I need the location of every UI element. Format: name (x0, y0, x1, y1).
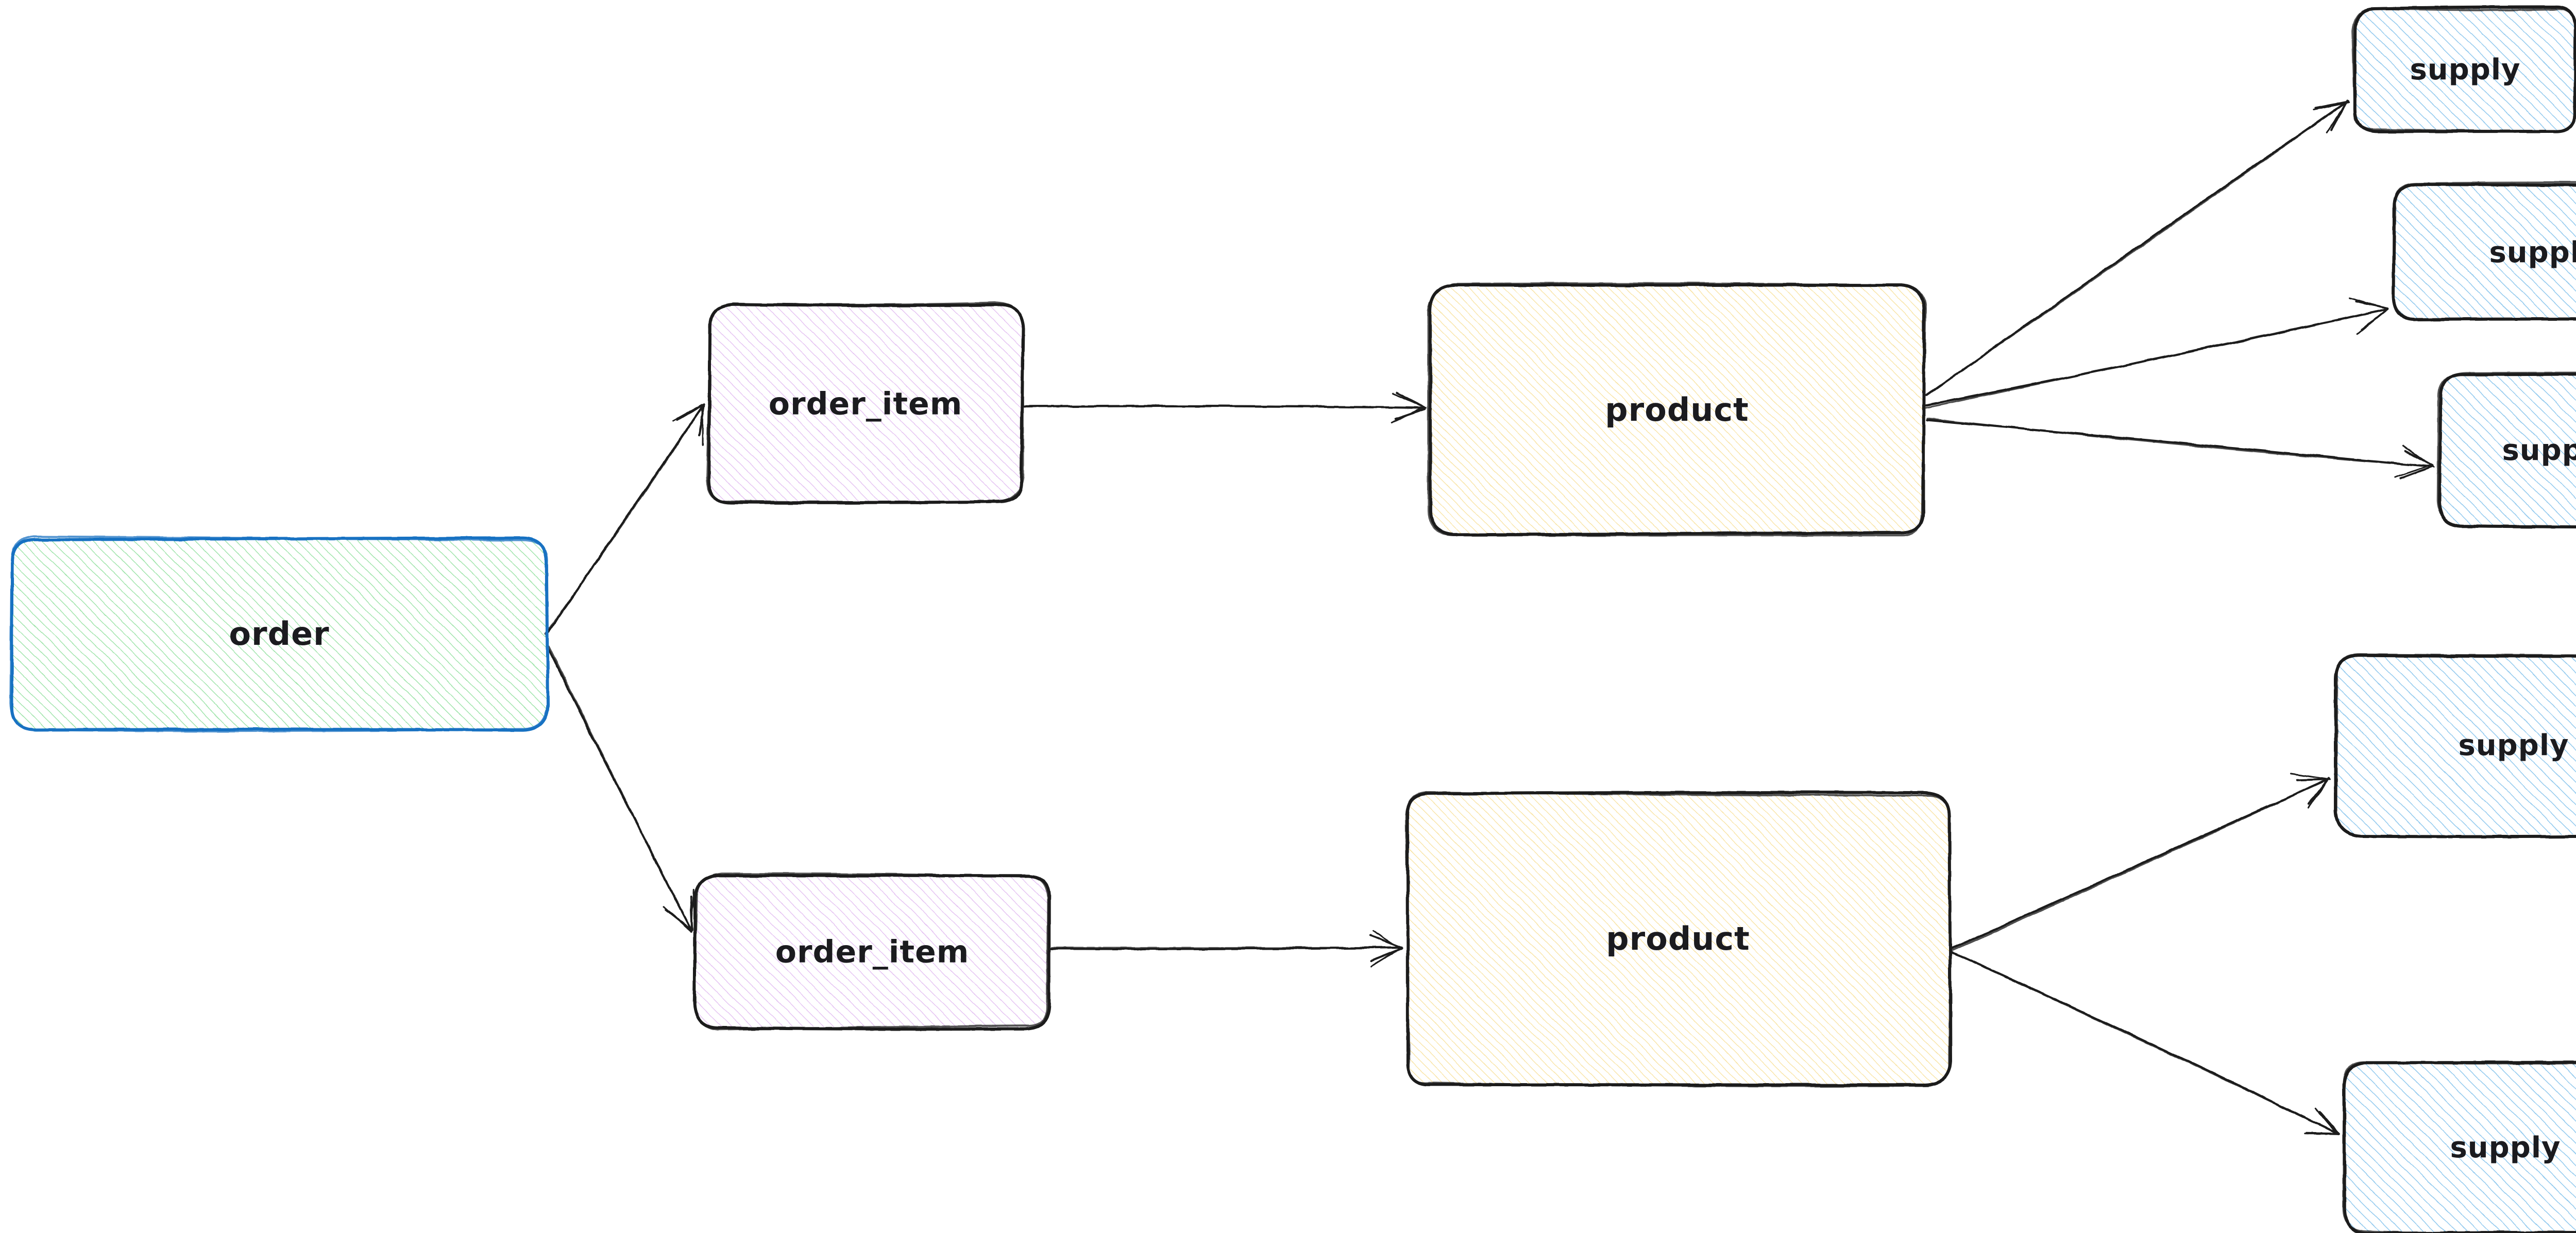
node-label: supply (2458, 729, 2569, 762)
edge-product_1-to-supply_1[interactable] (1923, 99, 2350, 398)
node-fill (2336, 656, 2576, 836)
node-supply_4[interactable]: supply (2334, 653, 2576, 838)
edge-order_item_1-to-product_1[interactable] (1023, 391, 1427, 424)
node-supply_3[interactable]: supply (2436, 371, 2576, 529)
node-fill (708, 305, 1023, 502)
arrowhead-icon (2304, 1107, 2341, 1135)
node-outline (2351, 7, 2576, 133)
arrowhead-icon (1391, 392, 1427, 424)
node-product_2[interactable]: product (1405, 791, 1952, 1087)
arrowhead-icon (2313, 99, 2350, 133)
edge-line (548, 645, 692, 931)
node-outline (1405, 791, 1952, 1087)
node-fill (696, 875, 1048, 1028)
node-label: product (1606, 920, 1750, 957)
node-order_item_1[interactable]: order_item (706, 301, 1025, 504)
arrowhead-icon (2349, 297, 2389, 335)
edge-line (545, 404, 705, 635)
node-outline (1428, 283, 1926, 537)
node-outline (2335, 653, 2576, 837)
edge-product_1-to-supply_2[interactable] (1924, 297, 2389, 409)
edge-layer (545, 99, 2435, 1136)
node-supply_5[interactable]: supply (2342, 1060, 2576, 1233)
node-layer: orderorder_itemorder_itemproductproducts… (9, 5, 2576, 1233)
edge-order-to-order_item_2[interactable] (547, 645, 694, 933)
arrowhead-icon (663, 889, 694, 933)
node-label: supply (2502, 434, 2576, 467)
node-label: supply (2489, 236, 2576, 269)
node-label: supply (2410, 53, 2520, 87)
edge-line (1925, 308, 2388, 409)
node-supply_2[interactable]: supply (2392, 181, 2576, 321)
node-supply_1[interactable]: supply (2351, 5, 2576, 133)
edge-order-to-order_item_1[interactable] (545, 403, 706, 635)
node-fill (2438, 374, 2576, 526)
edge-line (1023, 405, 1426, 409)
node-label: product (1605, 391, 1749, 429)
node-outline (9, 535, 549, 732)
node-outline (706, 301, 1024, 503)
edge-order_item_2-to-product_2[interactable] (1048, 930, 1403, 967)
node-label: order_item (775, 934, 970, 970)
node-product_1[interactable]: product (1427, 282, 1927, 537)
edge-product_2-to-supply_4[interactable] (1950, 773, 2332, 952)
arrowhead-icon (2290, 773, 2332, 809)
node-outline (2342, 1061, 2576, 1233)
edge-line (1926, 417, 2434, 468)
node-outline (692, 872, 1049, 1031)
node-outline (2392, 181, 2576, 321)
node-outline (2436, 371, 2576, 528)
arrowhead-icon (672, 404, 704, 446)
edge-product_2-to-supply_5[interactable] (1950, 950, 2341, 1136)
arrowhead-icon (1370, 930, 1403, 967)
node-fill (2394, 185, 2576, 320)
node-label: order_item (769, 386, 963, 422)
node-fill (2345, 1061, 2576, 1233)
node-label: supply (2450, 1131, 2561, 1164)
edge-line (1950, 778, 2331, 952)
node-fill (1430, 285, 1925, 534)
node-order_item_2[interactable]: order_item (692, 872, 1051, 1031)
node-outline (2437, 372, 2576, 529)
node-fill (10, 537, 547, 731)
node-fill (1405, 792, 1951, 1085)
edge-line (1952, 951, 2340, 1135)
node-outline (1427, 282, 1927, 537)
arrowhead-icon (2394, 444, 2435, 478)
node-order[interactable]: order (9, 535, 550, 732)
node-fill (2355, 7, 2576, 133)
node-label: order (229, 615, 329, 653)
edge-line (1923, 100, 2349, 398)
edge-product_1-to-supply_3[interactable] (1926, 417, 2435, 480)
